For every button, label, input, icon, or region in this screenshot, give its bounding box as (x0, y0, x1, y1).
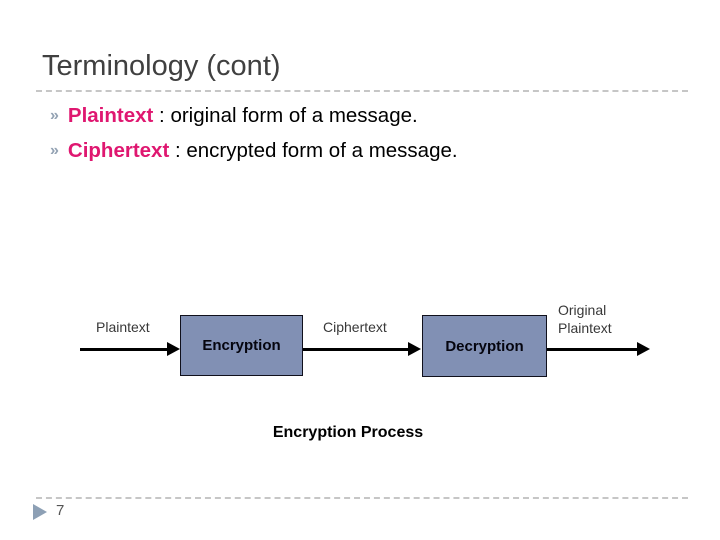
input-arrowhead-icon (167, 342, 180, 356)
bullet-description: : encrypted form of a message. (169, 139, 458, 162)
page-number: 7 (56, 502, 65, 519)
footer-divider (36, 497, 688, 499)
title-divider (36, 90, 688, 92)
bullet-chevron-icon: » (50, 142, 59, 159)
output-arrow-line (547, 348, 638, 351)
bullet-term: Plaintext (67, 104, 154, 127)
diagram-input-label: Plaintext (96, 319, 150, 335)
bullet-chevron-icon: » (50, 107, 59, 124)
input-arrow-line (80, 348, 168, 351)
bullet-item-plaintext: » Plaintext : original form of a message… (50, 104, 418, 128)
bullet-description: : original form of a message. (153, 104, 418, 127)
output-arrowhead-icon (637, 342, 650, 356)
decryption-box: Decryption (422, 315, 547, 377)
bullet-text: Ciphertext : encrypted form of a message… (68, 139, 458, 163)
diagram-caption: Encryption Process (272, 424, 424, 441)
bullet-text: Plaintext : original form of a message. (68, 104, 418, 128)
middle-arrowhead-icon (408, 342, 421, 356)
bullet-item-ciphertext: » Ciphertext : encrypted form of a messa… (50, 139, 458, 163)
slide-title: Terminology (cont) (42, 50, 281, 82)
diagram-output-label: Original Plaintext (558, 302, 612, 336)
encryption-box: Encryption (180, 315, 303, 376)
bullet-term: Ciphertext (67, 139, 170, 162)
middle-arrow-line (303, 348, 409, 351)
page-marker-triangle-icon (33, 504, 47, 520)
diagram-middle-label: Ciphertext (323, 319, 387, 335)
